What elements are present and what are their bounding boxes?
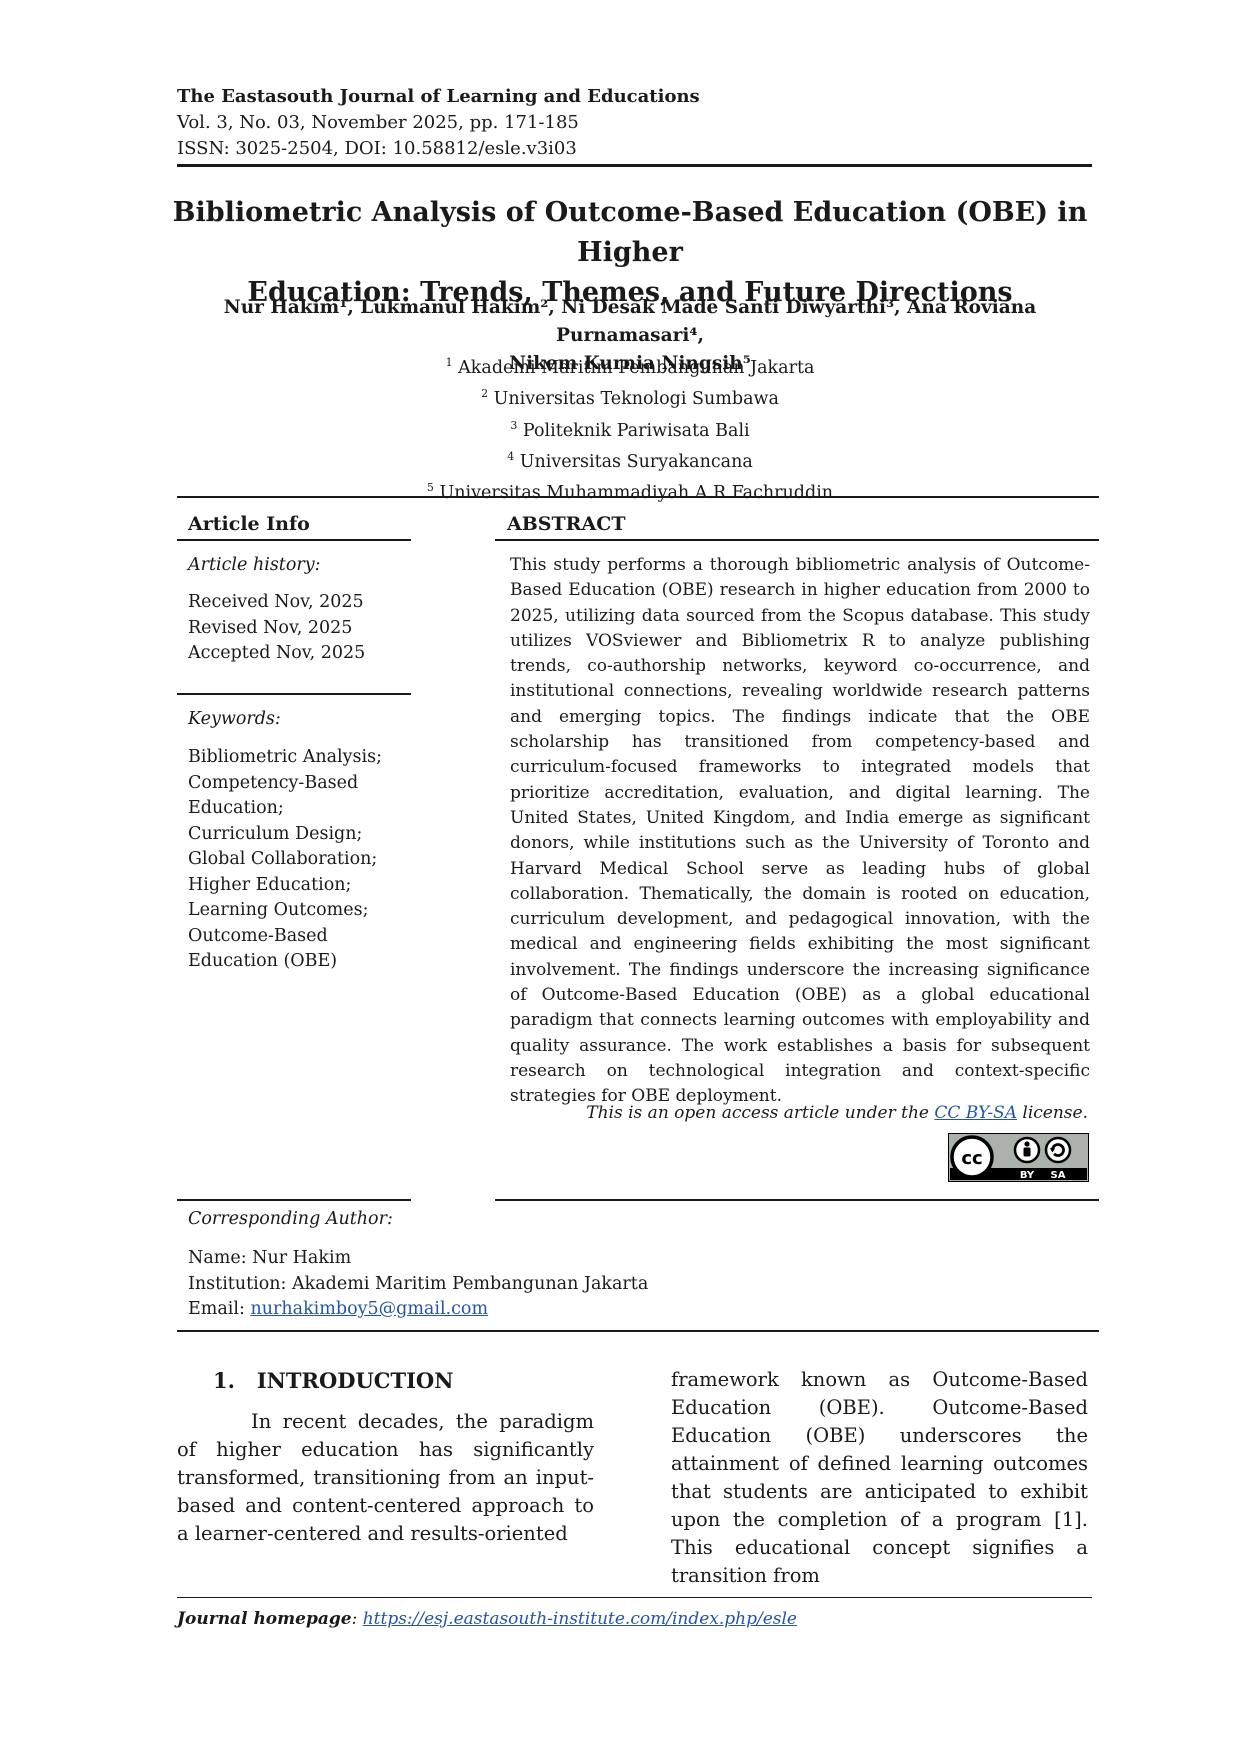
header-rule [177, 164, 1092, 167]
share-alike-icon [1044, 1136, 1072, 1164]
keywords-rule [177, 693, 411, 695]
cc-icon [950, 1135, 994, 1179]
affiliation-3: 3 Politeknik Pariwisata Bali [510, 418, 750, 441]
keyword-item: Curriculum Design; [188, 823, 363, 844]
paper-title: Bibliometric Analysis of Outcome-Based E… [172, 197, 1088, 308]
corresponding-details: Name: Nur Hakim Institution: Akademi Mar… [188, 1246, 648, 1323]
journal-issn: ISSN: 3025-2504, DOI: 10.58812/esle.v3i0… [177, 138, 577, 159]
abstract-text: This study performs a thorough bibliomet… [510, 555, 1090, 1107]
corresponding-heading: Corresponding Author: [188, 1209, 393, 1229]
keyword-item: Global Collaboration; [188, 849, 378, 869]
corresponding-bottom-rule [177, 1330, 1099, 1332]
introduction-col2: framework known as Outcome-Based Educati… [671, 1368, 1088, 1587]
article-info-rule [177, 539, 411, 541]
corresponding-right-rule [495, 1199, 1099, 1201]
keyword-list: Bibliometric Analysis; Competency-Based … [188, 745, 382, 975]
article-info-heading: Article Info [188, 513, 310, 535]
corresponding-name: Name: Nur Hakim [188, 1248, 352, 1268]
keyword-item: Outcome-Based [188, 925, 328, 946]
keyword-item: Education; [188, 798, 284, 818]
affiliation-4: 4 Universitas Suryakancana [507, 449, 753, 472]
corresponding-left-rule [177, 1199, 411, 1201]
license-link[interactable]: CC BY-SA [934, 1103, 1017, 1123]
badge-sa-text: SA [1051, 1170, 1066, 1181]
homepage-link[interactable]: https://esj.eastasouth-institute.com/ind… [362, 1609, 797, 1629]
received-date: Received Nov, 2025 [188, 592, 364, 612]
abstract-rule [495, 539, 1099, 541]
affiliation-2: 2 Universitas Teknologi Sumbawa [481, 387, 779, 410]
accepted-date: Accepted Nov, 2025 [188, 643, 366, 663]
keyword-item: Bibliometric Analysis; [188, 747, 382, 767]
abstract-heading: ABSTRACT [507, 513, 626, 535]
journal-volume: Vol. 3, No. 03, November 2025, pp. 171-1… [177, 112, 579, 133]
article-history: Received Nov, 2025 Revised Nov, 2025 Acc… [188, 590, 365, 667]
keyword-item: Higher Education; [188, 874, 352, 895]
corresponding-institution: Institution: Akademi Maritim Pembangunan… [188, 1273, 649, 1294]
journal-name: The Eastasouth Journal of Learning and E… [177, 86, 700, 107]
journal-homepage: Journal homepage: https://esj.eastasouth… [177, 1609, 797, 1629]
article-history-label: Article history: [188, 555, 321, 575]
affiliation-list: 1 Akademi Maritim Pembangunan Jakarta 2 … [170, 350, 1090, 507]
info-top-rule [177, 496, 1099, 498]
author-list: Nur Hakim¹, Lukmanul Hakim², Ni Desak Ma… [223, 297, 1037, 374]
keyword-item: Learning Outcomes; [188, 900, 369, 920]
badge-by-text: BY [1020, 1170, 1035, 1181]
cc-by-sa-badge[interactable]: cc BY SA [948, 1133, 1089, 1182]
keyword-item: Competency-Based [188, 772, 359, 793]
corresponding-email: Email: nurhakimboy5@gmail.com [188, 1299, 489, 1319]
affiliation-5: 5 Universitas Muhammadiyah A.R Fachruddi… [426, 481, 834, 504]
introduction-heading: 1. INTRODUCTION [213, 1368, 454, 1393]
keywords-label: Keywords: [188, 709, 281, 729]
license-statement: This is an open access article under the… [586, 1103, 1088, 1123]
footer-rule [177, 1597, 1092, 1598]
email-link[interactable]: nurhakimboy5@gmail.com [250, 1299, 489, 1319]
keyword-item: Education (OBE) [188, 951, 338, 971]
svg-text:cc: cc [961, 1148, 982, 1169]
affiliation-1: 1 Akademi Maritim Pembangunan Jakarta [445, 356, 815, 378]
revised-date: Revised Nov, 2025 [188, 617, 353, 638]
introduction-col1: In recent decades, the paradigm of highe… [177, 1410, 594, 1545]
